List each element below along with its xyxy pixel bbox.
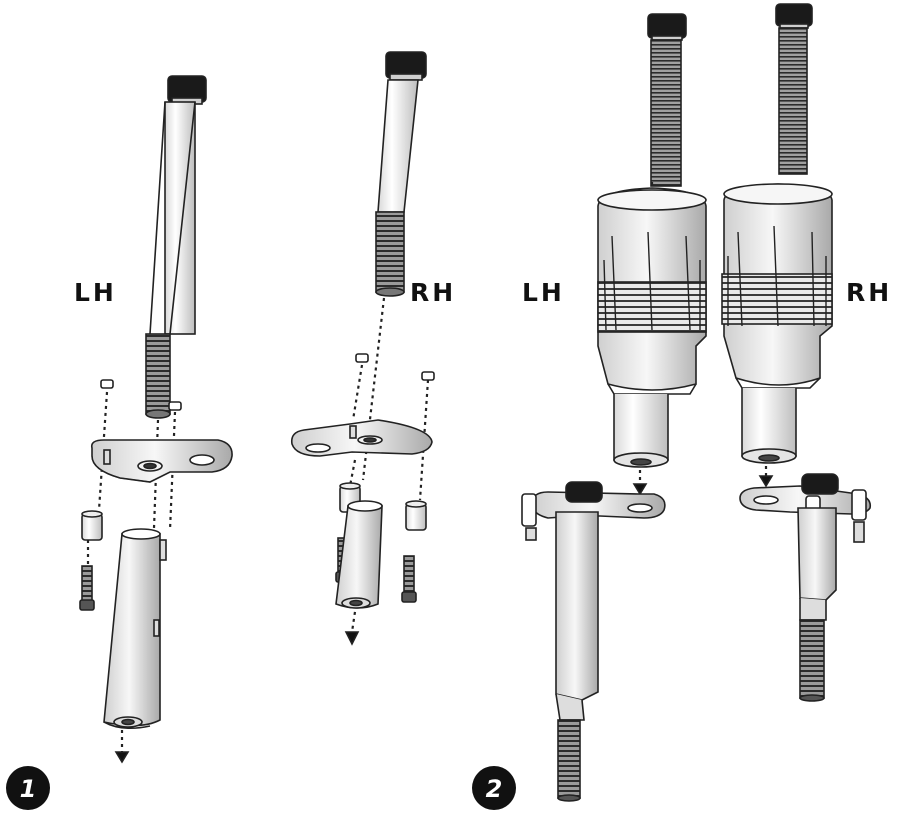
step2-rh-tube	[797, 507, 837, 702]
step1-rh-spacer	[405, 500, 427, 531]
step2-lh-guide-lines	[638, 182, 654, 484]
step1-rh-bracket-plate	[290, 419, 433, 457]
step1-rh-small-bolt	[401, 555, 417, 603]
step1-rh-arrow-down	[344, 631, 360, 646]
step2-number: 2	[486, 775, 503, 803]
step1-lh-tube	[103, 528, 167, 730]
step2-badge: 2	[472, 766, 516, 810]
step2-rh-bolt	[775, 3, 813, 175]
step2-lh-tube	[555, 511, 599, 802]
step1-lh-bracket-plate	[90, 439, 233, 483]
step2-lh-label: LH	[522, 278, 565, 307]
step1-rh-guide-lines	[348, 297, 430, 633]
step2-rh-slider-body	[721, 183, 833, 464]
step1-rh-label: RH	[410, 278, 456, 307]
step1-lh-small-screw	[100, 379, 114, 389]
step2-lh-assembly	[521, 13, 707, 802]
step1-lh-label: LH	[74, 278, 117, 307]
step1-lh-long-bolt	[145, 75, 207, 419]
step1-rh-small-screw	[421, 371, 435, 381]
step1-badge: 1	[6, 766, 50, 810]
step1-lh-small-bolt	[79, 565, 95, 611]
step2-lh-slider-body	[597, 187, 707, 468]
step2-rh-label: RH	[846, 278, 892, 307]
step1-lh-guide-lines	[86, 391, 177, 752]
step2-rh-arrow-down	[758, 475, 774, 488]
step2-rh-assembly	[721, 3, 872, 702]
step1-rh-tube	[335, 500, 383, 609]
step1-lh-arrow-down	[114, 751, 130, 764]
step1-rh-assembly	[290, 51, 435, 646]
step1-rh-long-bolt	[375, 51, 427, 297]
step1-rh-small-screw	[355, 353, 369, 363]
step1-lh-assembly	[79, 75, 233, 764]
step1-lh-spacer	[81, 510, 103, 541]
step2-lh-bolt	[647, 13, 687, 187]
step2-lh-arrow-down	[632, 483, 648, 496]
step1-lh-small-screw	[168, 401, 182, 411]
step1-number: 1	[20, 775, 37, 803]
